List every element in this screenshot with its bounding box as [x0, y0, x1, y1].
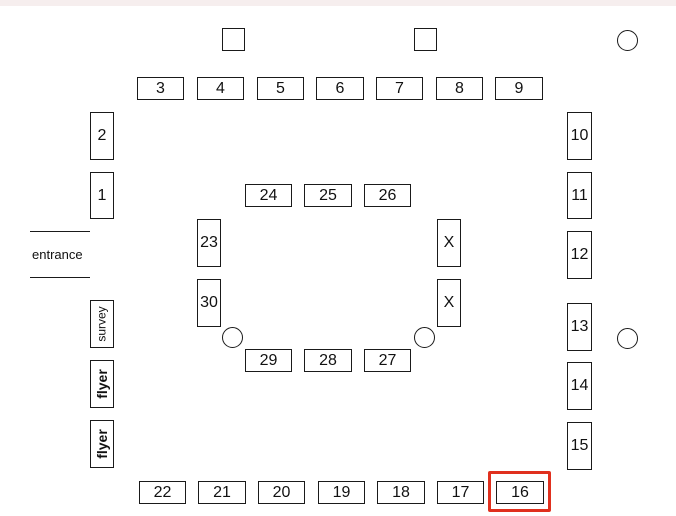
booth-24[interactable]: 24 — [245, 184, 292, 207]
booth-label: X — [443, 294, 455, 311]
survey-booth[interactable]: survey — [90, 300, 114, 348]
booth-11[interactable]: 11 — [567, 172, 592, 219]
booth-29[interactable]: 29 — [245, 349, 292, 372]
booth-label: 27 — [378, 351, 397, 369]
booth-label: 10 — [570, 127, 589, 144]
flyer-label: flyer — [94, 369, 111, 399]
booth-13[interactable]: 13 — [567, 303, 592, 351]
booth-28[interactable]: 28 — [304, 349, 352, 372]
booth-label: 6 — [335, 79, 345, 97]
booth-12[interactable]: 12 — [567, 231, 592, 279]
booth-label: 15 — [570, 437, 589, 454]
flyer-label: flyer — [94, 429, 111, 459]
booth-label: 14 — [570, 377, 589, 394]
inner-left-circle — [222, 327, 243, 348]
booth-15[interactable]: 15 — [567, 422, 592, 470]
booth-26[interactable]: 26 — [364, 184, 411, 207]
booth-7[interactable]: 7 — [376, 77, 423, 100]
entrance-label: entrance — [32, 247, 83, 262]
booth-14[interactable]: 14 — [567, 362, 592, 410]
booth-16-highlight — [488, 471, 551, 512]
booth-18[interactable]: 18 — [377, 481, 425, 504]
booth-label: 25 — [319, 186, 337, 204]
booth-label: 18 — [392, 483, 410, 501]
entrance-line-bottom — [30, 277, 90, 278]
booth-22[interactable]: 22 — [139, 481, 186, 504]
booth-1[interactable]: 1 — [90, 172, 114, 219]
booth-17[interactable]: 17 — [437, 481, 484, 504]
booth-label: 21 — [213, 483, 231, 501]
booth-8[interactable]: 8 — [436, 77, 483, 100]
top-square-left — [222, 28, 245, 51]
booth-label: 4 — [216, 79, 225, 97]
inner-right-circle — [414, 327, 435, 348]
booth-10[interactable]: 10 — [567, 112, 592, 160]
entrance-line-top — [30, 231, 90, 232]
top-right-circle — [617, 30, 638, 51]
booth-label: 1 — [97, 186, 107, 204]
booth-x-upper[interactable]: X — [437, 219, 461, 267]
booth-5[interactable]: 5 — [257, 77, 304, 100]
booth-label: 13 — [570, 318, 589, 335]
booth-19[interactable]: 19 — [318, 481, 365, 504]
survey-label: survey — [95, 306, 109, 342]
booth-label: 19 — [332, 483, 351, 501]
booth-label: 26 — [378, 186, 397, 204]
booth-label: 29 — [259, 351, 278, 369]
booth-label: 23 — [200, 234, 218, 251]
flyer-booth-2[interactable]: flyer — [90, 420, 114, 468]
booth-27[interactable]: 27 — [364, 349, 411, 372]
booth-label: 11 — [571, 186, 588, 204]
booth-label: 28 — [319, 351, 337, 369]
booth-label: 30 — [200, 294, 218, 311]
booth-9[interactable]: 9 — [495, 77, 543, 100]
booth-label: 24 — [259, 186, 278, 204]
flyer-booth-1[interactable]: flyer — [90, 360, 114, 408]
booth-16[interactable]: 16 — [496, 481, 544, 504]
booth-label: 3 — [156, 79, 165, 97]
top-square-right — [414, 28, 437, 51]
booth-6[interactable]: 6 — [316, 77, 364, 100]
booth-25[interactable]: 25 — [304, 184, 352, 207]
top-edge-bar — [0, 0, 676, 6]
booth-4[interactable]: 4 — [197, 77, 244, 100]
booth-label: 9 — [514, 79, 524, 97]
right-middle-circle — [617, 328, 638, 349]
booth-3[interactable]: 3 — [137, 77, 184, 100]
booth-label: 12 — [570, 246, 589, 263]
booth-label: X — [443, 234, 455, 251]
booth-label: 22 — [153, 483, 172, 501]
booth-21[interactable]: 21 — [198, 481, 246, 504]
booth-label: 2 — [97, 127, 107, 144]
booth-x-lower[interactable]: X — [437, 279, 461, 327]
booth-2[interactable]: 2 — [90, 112, 114, 160]
booth-label: 20 — [272, 483, 291, 501]
booth-23[interactable]: 23 — [197, 219, 221, 267]
booth-20[interactable]: 20 — [258, 481, 305, 504]
booth-label: 17 — [451, 483, 470, 501]
booth-label: 7 — [395, 79, 404, 97]
booth-label: 16 — [511, 483, 529, 501]
booth-label: 8 — [455, 79, 464, 97]
booth-30[interactable]: 30 — [197, 279, 221, 327]
booth-label: 5 — [276, 79, 285, 97]
